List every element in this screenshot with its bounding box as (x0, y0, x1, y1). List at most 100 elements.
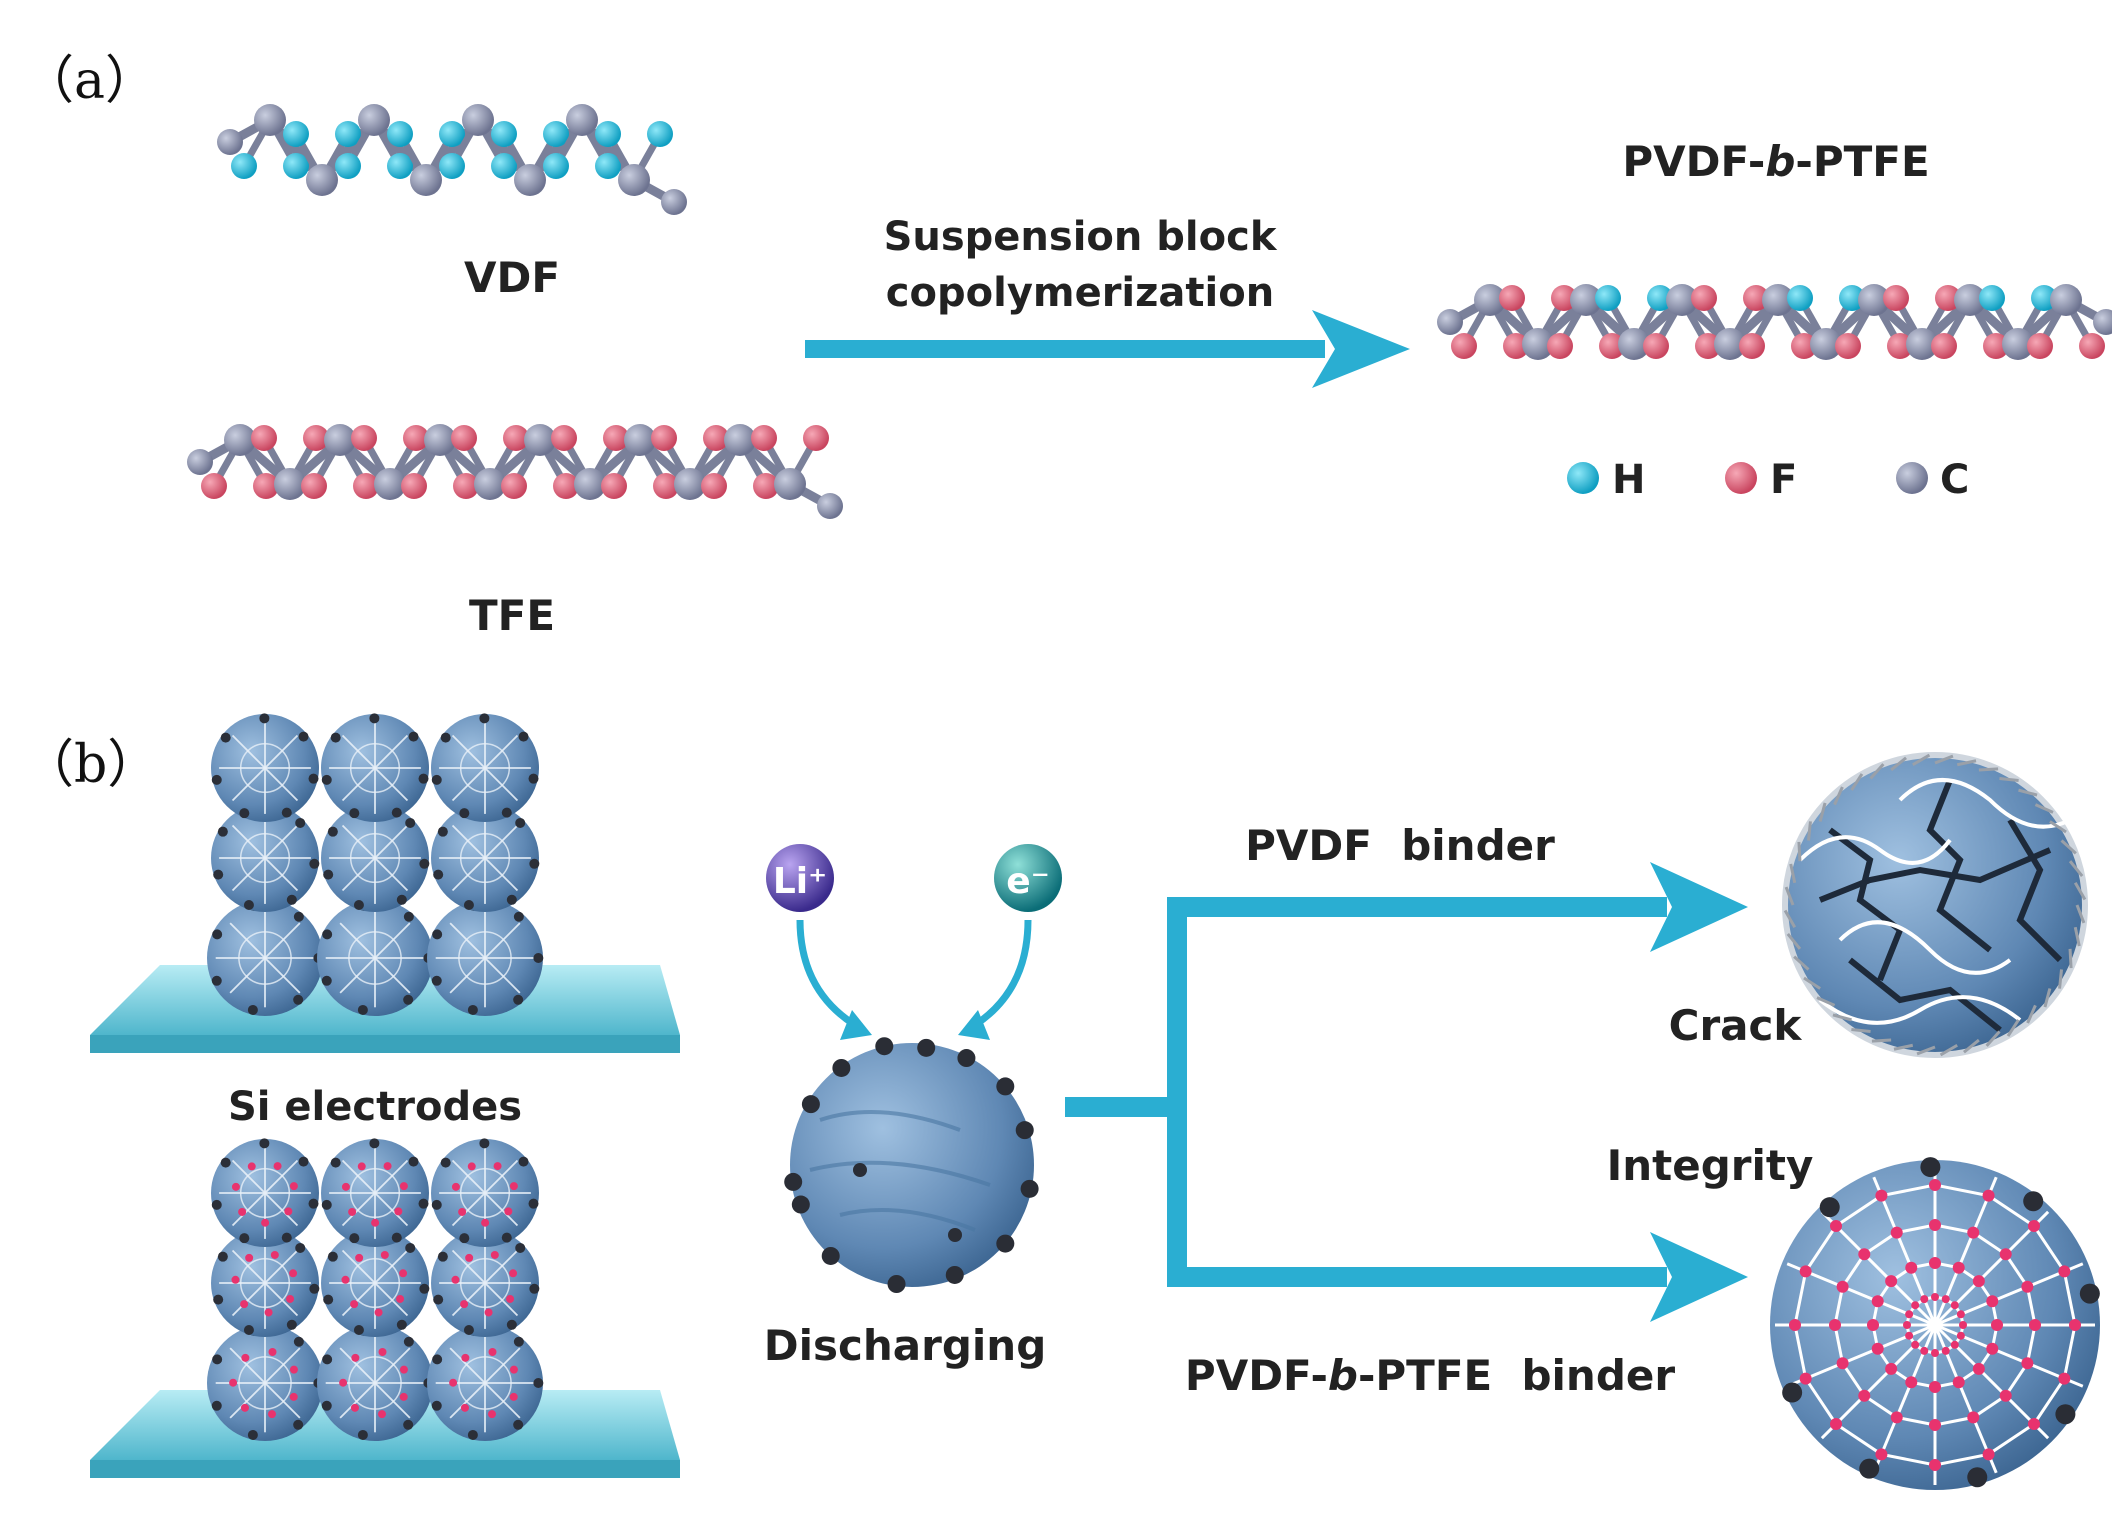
hydrogen-atom (1839, 285, 1865, 311)
discharging-label: Discharging (764, 1321, 1047, 1370)
fluorine-atom (1887, 333, 1913, 359)
pvdf-b-ptfe-molecule (1437, 284, 2112, 360)
carbon-atom (1666, 284, 1698, 316)
panel-b-label: （b） (22, 735, 159, 795)
carbon-atom (618, 164, 650, 196)
fluorine-atom (251, 425, 277, 451)
fluorine-atom (701, 473, 727, 499)
fluorine-atom (1935, 285, 1961, 311)
si-electrode-pvdf (90, 713, 680, 1053)
hydrogen-atom (439, 121, 465, 147)
reaction-arrow (805, 310, 1410, 388)
carbon-atom (817, 493, 843, 519)
carbon-atom (524, 424, 556, 456)
legend-h-dot (1567, 462, 1599, 494)
carbon-atom (462, 104, 494, 136)
si-electrodes-label: Si electrodes (228, 1084, 522, 1130)
fluorine-atom (303, 425, 329, 451)
carbon-atom (217, 129, 243, 155)
svg-text:e⁻: e⁻ (1006, 861, 1049, 902)
fluorine-atom (353, 473, 379, 499)
reaction-label-line1: Suspension block (884, 214, 1278, 260)
electron-icon: e⁻ (994, 844, 1062, 912)
carbon-atom (187, 449, 213, 475)
fluorine-atom (1835, 333, 1861, 359)
fluorine-atom (803, 425, 829, 451)
fluorine-atom (401, 473, 427, 499)
integrity-label: Integrity (1607, 1141, 1814, 1190)
carbon-atom (1437, 309, 1463, 335)
fluorine-atom (403, 425, 429, 451)
electron-flow-arrow (973, 919, 1032, 1028)
hydrogen-atom (543, 121, 569, 147)
hydrogen-atom (231, 153, 257, 179)
fluorine-atom (301, 473, 327, 499)
lithium-flow-arrow (796, 919, 857, 1028)
hydrogen-atom (1595, 285, 1621, 311)
hydrogen-atom (595, 121, 621, 147)
carbon-atom (1474, 284, 1506, 316)
fluorine-atom (1739, 333, 1765, 359)
hydrogen-atom (1647, 285, 1673, 311)
vdf-label: VDF (464, 253, 560, 302)
hydrogen-atom (335, 153, 361, 179)
fluorine-atom (453, 473, 479, 499)
vdf-molecule (217, 104, 687, 215)
legend-f-label: F (1770, 457, 1797, 503)
hydrogen-atom (2031, 285, 2057, 311)
fluorine-atom (753, 473, 779, 499)
fluorine-atom (1599, 333, 1625, 359)
tfe-molecule (187, 424, 843, 519)
fluorine-atom (351, 425, 377, 451)
carbon-atom (2050, 284, 2082, 316)
fluorine-atom (653, 473, 679, 499)
fluorine-atom (551, 425, 577, 451)
fluorine-atom (651, 425, 677, 451)
carbon-atom (674, 468, 706, 500)
carbon-atom (1810, 328, 1842, 360)
fluorine-atom (451, 425, 477, 451)
product-label: PVDF-b-PTFE (1622, 137, 1929, 186)
hydrogen-atom (1979, 285, 2005, 311)
carbon-atom (2002, 328, 2034, 360)
carbon-atom (514, 164, 546, 196)
lithium-flow-arrowhead (840, 1010, 872, 1040)
cracked-particle (1782, 752, 2088, 1058)
legend-h-label: H (1612, 457, 1645, 503)
hydrogen-atom (491, 121, 517, 147)
electron-flow-arrowhead (958, 1010, 990, 1040)
intact-particle (1770, 1157, 2100, 1490)
panel-a-label: （a） (22, 51, 157, 111)
fluorine-atom (1743, 285, 1769, 311)
carbon-atom (374, 468, 406, 500)
fluorine-atom (1983, 333, 2009, 359)
carbon-atom (1906, 328, 1938, 360)
carbon-atom (2093, 309, 2112, 335)
fluorine-atom (2027, 333, 2053, 359)
hydrogen-atom (283, 121, 309, 147)
pvdf-b-ptfe-binder-label: PVDF-b-PTFE binder (1185, 1351, 1675, 1400)
fluorine-atom (2079, 333, 2105, 359)
legend-c-dot (1896, 462, 1928, 494)
svg-text:Li⁺: Li⁺ (773, 861, 827, 902)
atom-legend: H F C (1567, 457, 1969, 503)
si-electrode-pvdf-b-ptfe (90, 1138, 680, 1478)
fluorine-atom (1547, 333, 1573, 359)
fluorine-atom (751, 425, 777, 451)
carbon-atom (1762, 284, 1794, 316)
carbon-atom (1954, 284, 1986, 316)
carbon-atom (1570, 284, 1602, 316)
tfe-label: TFE (469, 591, 555, 640)
carbon-atom (474, 468, 506, 500)
carbon-atom (358, 104, 390, 136)
fluorine-atom (501, 473, 527, 499)
hydrogen-atom (439, 153, 465, 179)
fluorine-atom (1451, 333, 1477, 359)
fluorine-atom (1791, 333, 1817, 359)
fluorine-atom (253, 473, 279, 499)
carbon-atom (1522, 328, 1554, 360)
carbon-atom (324, 424, 356, 456)
fluorine-atom (601, 473, 627, 499)
hydrogen-atom (647, 121, 673, 147)
